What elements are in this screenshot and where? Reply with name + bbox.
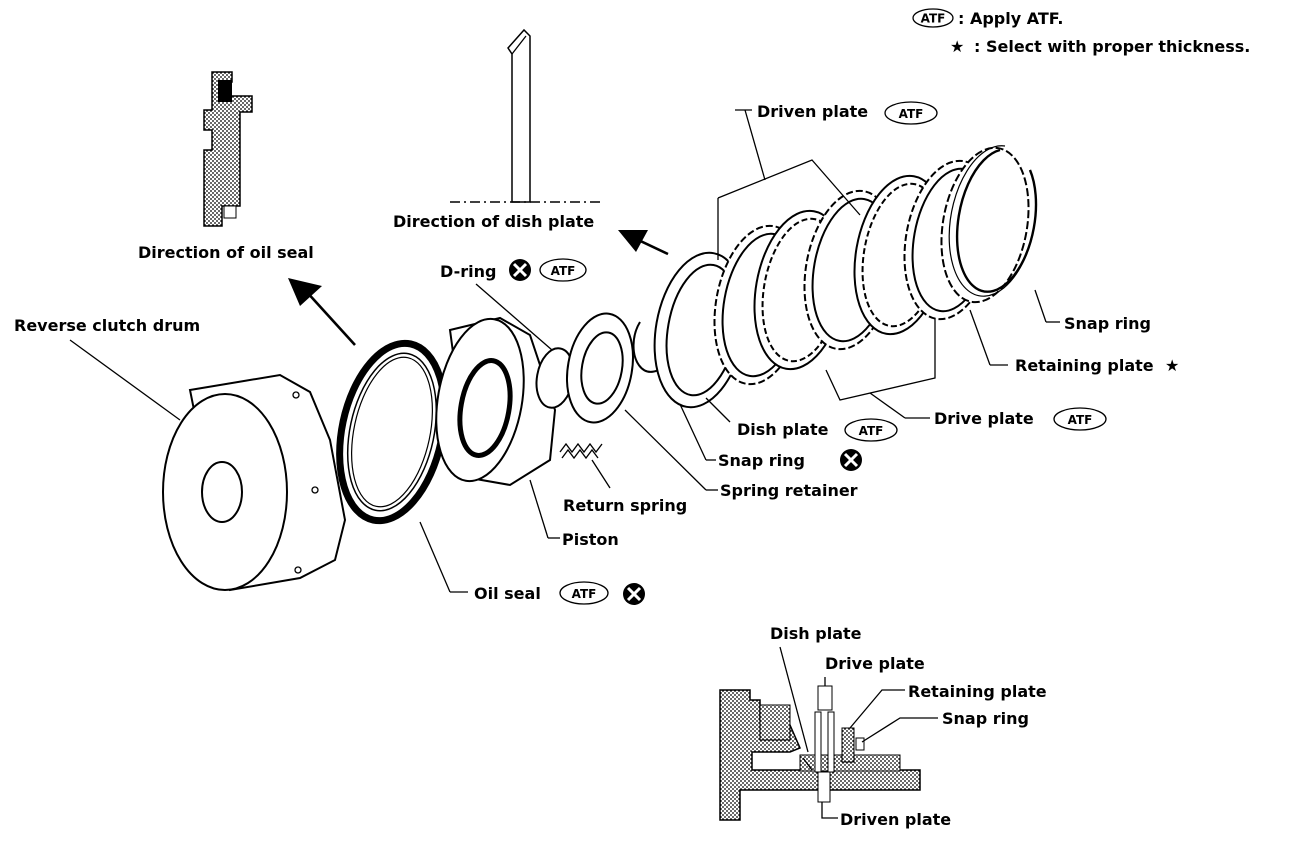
drive-plate-callout: Drive plate ATF xyxy=(825,318,1107,431)
outer-snap-ring-callout: Snap ring xyxy=(948,145,1151,333)
drive-plate-label: Drive plate xyxy=(934,409,1034,428)
d-ring-atf-icon: ATF xyxy=(539,258,587,282)
svg-text:ATF: ATF xyxy=(551,264,576,278)
spring-retainer-label: Spring retainer xyxy=(720,481,858,500)
inner-snap-ring-replace-icon xyxy=(838,447,864,473)
cross-section-detail: Dish plate Drive plate Retaining plate S… xyxy=(719,624,1047,829)
direction-dish-plate-label: Direction of dish plate xyxy=(393,212,594,231)
spring-retainer-part: Spring retainer xyxy=(566,312,858,500)
d-ring-part: D-ring ATF xyxy=(440,257,587,409)
legend-star-icon: ★ xyxy=(950,37,964,56)
return-spring-part: Return spring xyxy=(559,442,687,515)
direction-oil-seal-label: Direction of oil seal xyxy=(138,243,314,262)
legend-star-text: : Select with proper thickness. xyxy=(974,37,1250,56)
oil-seal-replace-icon xyxy=(621,581,647,607)
reverse-clutch-drum: Reverse clutch drum xyxy=(14,316,347,592)
oil-seal-atf-icon: ATF xyxy=(559,581,609,605)
detail-dish-plate-label: Dish plate xyxy=(770,624,862,643)
retaining-plate-callout: Retaining plate ★ xyxy=(940,146,1179,375)
d-ring-replace-icon xyxy=(507,257,533,283)
retaining-plate-star-icon: ★ xyxy=(1165,356,1179,375)
detail-retaining-plate-label: Retaining plate xyxy=(908,682,1047,701)
drive-plate-atf-icon: ATF xyxy=(1053,407,1107,431)
reverse-clutch-drum-label: Reverse clutch drum xyxy=(14,316,200,335)
legend: ATF : Apply ATF. ★ : Select with proper … xyxy=(912,8,1250,56)
driven-plate-callout: Driven plate ATF xyxy=(717,101,938,260)
svg-text:ATF: ATF xyxy=(859,424,884,438)
oil-seal-label: Oil seal xyxy=(474,584,541,603)
detail-snap-ring-label: Snap ring xyxy=(942,709,1029,728)
svg-text:ATF: ATF xyxy=(921,12,946,26)
svg-text:ATF: ATF xyxy=(1068,413,1093,427)
legend-atf-text: : Apply ATF. xyxy=(958,9,1063,28)
dish-plate-label: Dish plate xyxy=(737,420,829,439)
dish-plate-atf-icon: ATF xyxy=(844,418,898,442)
inner-snap-ring-label: Snap ring xyxy=(718,451,805,470)
oil-seal-direction-arrow-icon xyxy=(288,278,322,306)
piston-label: Piston xyxy=(562,530,619,549)
d-ring-label: D-ring xyxy=(440,262,496,281)
return-spring-label: Return spring xyxy=(563,496,687,515)
detail-driven-plate-label: Driven plate xyxy=(840,810,951,829)
driven-plate-label: Driven plate xyxy=(757,102,868,121)
svg-text:ATF: ATF xyxy=(899,107,924,121)
driven-plate-atf-icon: ATF xyxy=(884,101,938,125)
svg-text:ATF: ATF xyxy=(572,587,597,601)
piston-part: Piston xyxy=(435,316,619,549)
oil-seal-direction-inset: Direction of oil seal xyxy=(138,71,356,346)
outer-snap-ring-label: Snap ring xyxy=(1064,314,1151,333)
detail-drive-plate-label: Drive plate xyxy=(825,654,925,673)
retaining-plate-label: Retaining plate xyxy=(1015,356,1154,375)
dish-plate-direction-inset: Direction of dish plate xyxy=(393,28,669,256)
legend-atf-icon: ATF xyxy=(912,8,954,28)
dish-plate-direction-arrow-icon xyxy=(618,230,648,252)
